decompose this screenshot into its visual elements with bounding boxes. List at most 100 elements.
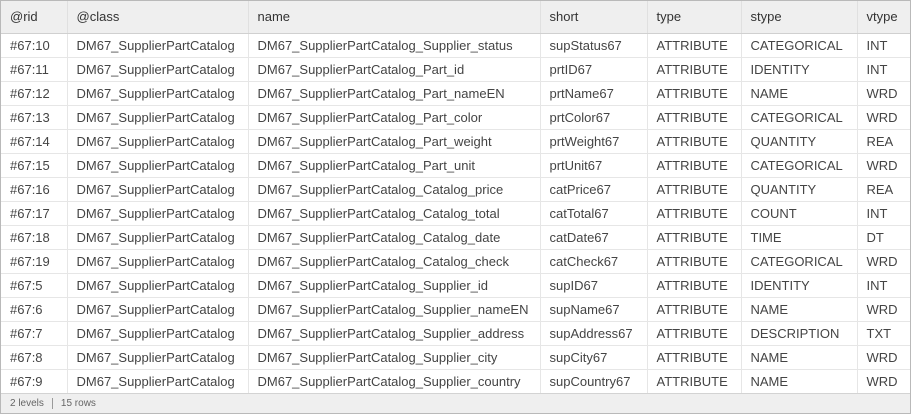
cell-vtype: DT: [857, 225, 910, 250]
cell-stype: CATEGORICAL: [741, 33, 858, 58]
cell-vtype: INT: [857, 57, 910, 82]
cell-name: DM67_SupplierPartCatalog_Supplier_city: [248, 345, 541, 370]
cell-class: DM67_SupplierPartCatalog: [67, 33, 249, 58]
cell-type: ATTRIBUTE: [647, 273, 742, 298]
cell-class: DM67_SupplierPartCatalog: [67, 273, 249, 298]
cell-short: supID67: [540, 273, 648, 298]
results-table: @rid @class name short type stype vtype …: [1, 1, 910, 394]
cell-type: ATTRIBUTE: [647, 57, 742, 82]
cell-type: ATTRIBUTE: [647, 369, 742, 394]
column-header-short[interactable]: short: [540, 1, 648, 34]
cell-class: DM67_SupplierPartCatalog: [67, 177, 249, 202]
cell-name: DM67_SupplierPartCatalog_Part_nameEN: [248, 81, 541, 106]
cell-type: ATTRIBUTE: [647, 225, 742, 250]
cell-class: DM67_SupplierPartCatalog: [67, 345, 249, 370]
cell-type: ATTRIBUTE: [647, 129, 742, 154]
cell-class: DM67_SupplierPartCatalog: [67, 297, 249, 322]
cell-short: catDate67: [540, 225, 648, 250]
cell-rid: #67:10: [1, 33, 68, 58]
cell-stype: NAME: [741, 81, 858, 106]
cell-vtype: INT: [857, 33, 910, 58]
cell-vtype: INT: [857, 273, 910, 298]
cell-rid: #67:13: [1, 105, 68, 130]
cell-class: DM67_SupplierPartCatalog: [67, 129, 249, 154]
cell-short: supName67: [540, 297, 648, 322]
cell-short: supCity67: [540, 345, 648, 370]
cell-rid: #67:12: [1, 81, 68, 106]
column-header-type[interactable]: type: [647, 1, 742, 34]
cell-stype: QUANTITY: [741, 129, 858, 154]
status-divider: [51, 398, 53, 409]
column-header-class[interactable]: @class: [67, 1, 249, 34]
rows-count: 15 rows: [60, 398, 96, 409]
cell-class: DM67_SupplierPartCatalog: [67, 153, 249, 178]
cell-vtype: REA: [857, 177, 910, 202]
cell-name: DM67_SupplierPartCatalog_Catalog_total: [248, 201, 541, 226]
cell-stype: CATEGORICAL: [741, 105, 858, 130]
status-bar: 2 levels 15 rows: [1, 393, 910, 413]
cell-rid: #67:9: [1, 369, 68, 394]
cell-rid: #67:5: [1, 273, 68, 298]
cell-name: DM67_SupplierPartCatalog_Part_id: [248, 57, 541, 82]
cell-name: DM67_SupplierPartCatalog_Supplier_id: [248, 273, 541, 298]
column-header-stype[interactable]: stype: [741, 1, 858, 34]
cell-rid: #67:8: [1, 345, 68, 370]
cell-stype: IDENTITY: [741, 57, 858, 82]
cell-vtype: TXT: [857, 321, 910, 346]
column-header-vtype[interactable]: vtype: [857, 1, 910, 34]
cell-name: DM67_SupplierPartCatalog_Part_unit: [248, 153, 541, 178]
cell-short: supCountry67: [540, 369, 648, 394]
cell-type: ATTRIBUTE: [647, 177, 742, 202]
cell-stype: IDENTITY: [741, 273, 858, 298]
cell-vtype: WRD: [857, 297, 910, 322]
cell-type: ATTRIBUTE: [647, 81, 742, 106]
cell-name: DM67_SupplierPartCatalog_Catalog_price: [248, 177, 541, 202]
cell-short: catPrice67: [540, 177, 648, 202]
cell-stype: TIME: [741, 225, 858, 250]
cell-type: ATTRIBUTE: [647, 201, 742, 226]
cell-stype: DESCRIPTION: [741, 321, 858, 346]
cell-vtype: WRD: [857, 153, 910, 178]
cell-vtype: WRD: [857, 81, 910, 106]
cell-name: DM67_SupplierPartCatalog_Supplier_status: [248, 33, 541, 58]
cell-vtype: WRD: [857, 345, 910, 370]
cell-rid: #67:6: [1, 297, 68, 322]
cell-stype: NAME: [741, 345, 858, 370]
cell-class: DM67_SupplierPartCatalog: [67, 225, 249, 250]
cell-rid: #67:15: [1, 153, 68, 178]
cell-short: prtName67: [540, 81, 648, 106]
column-header-rid[interactable]: @rid: [1, 1, 68, 34]
cell-name: DM67_SupplierPartCatalog_Supplier_addres…: [248, 321, 541, 346]
cell-short: prtUnit67: [540, 153, 648, 178]
cell-rid: #67:14: [1, 129, 68, 154]
cell-class: DM67_SupplierPartCatalog: [67, 57, 249, 82]
cell-stype: COUNT: [741, 201, 858, 226]
cell-vtype: WRD: [857, 369, 910, 394]
cell-stype: CATEGORICAL: [741, 249, 858, 274]
cell-stype: CATEGORICAL: [741, 153, 858, 178]
cell-short: catCheck67: [540, 249, 648, 274]
cell-short: catTotal67: [540, 201, 648, 226]
cell-type: ATTRIBUTE: [647, 153, 742, 178]
cell-type: ATTRIBUTE: [647, 249, 742, 274]
cell-name: DM67_SupplierPartCatalog_Part_weight: [248, 129, 541, 154]
cell-class: DM67_SupplierPartCatalog: [67, 105, 249, 130]
cell-type: ATTRIBUTE: [647, 33, 742, 58]
column-header-name[interactable]: name: [248, 1, 541, 34]
